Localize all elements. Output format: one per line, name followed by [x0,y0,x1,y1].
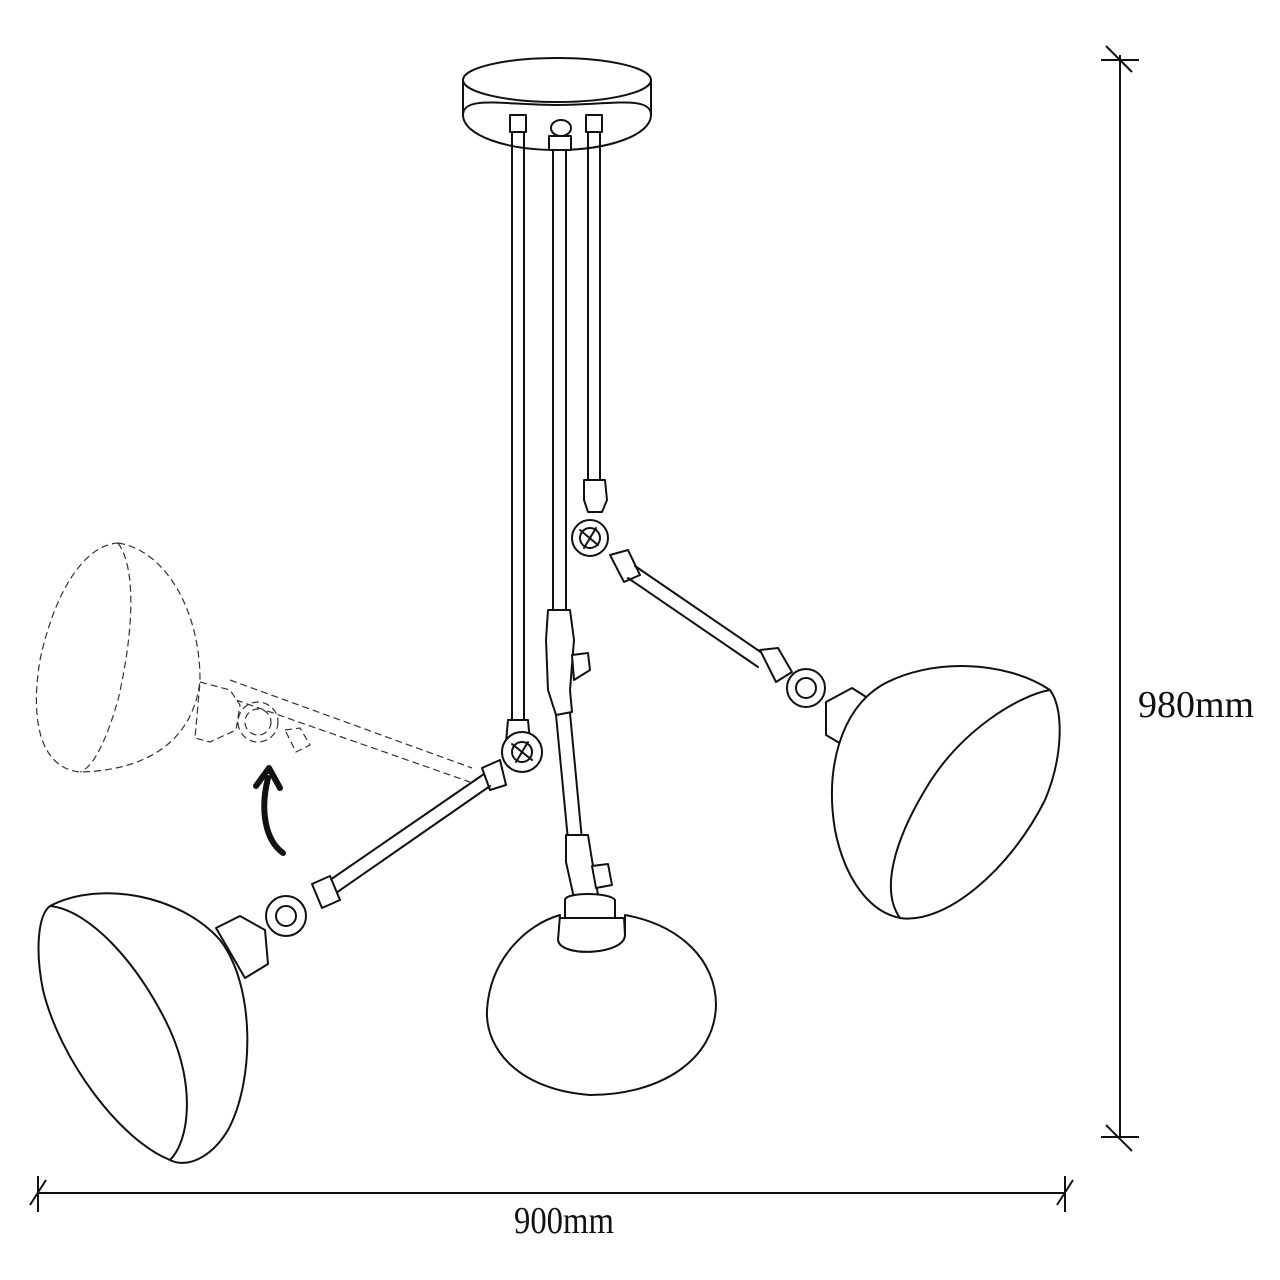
height-dimension-label: 980mm [1138,684,1255,726]
right-arm [571,479,875,749]
center-arm [545,609,626,953]
center-shade [485,914,717,1096]
rod-right [585,114,603,481]
rod-center [548,119,572,611]
width-dimension-label: 900mm [514,1200,614,1242]
ghost-shade-alternate-position [35,542,473,783]
rod-left [509,114,527,721]
left-arm [215,719,543,979]
height-dimension-line [1101,45,1139,1152]
left-shade [37,892,249,1164]
rotation-arrow-icon [253,765,286,856]
width-dimension-line [29,1176,1074,1212]
right-shade [831,665,1061,920]
